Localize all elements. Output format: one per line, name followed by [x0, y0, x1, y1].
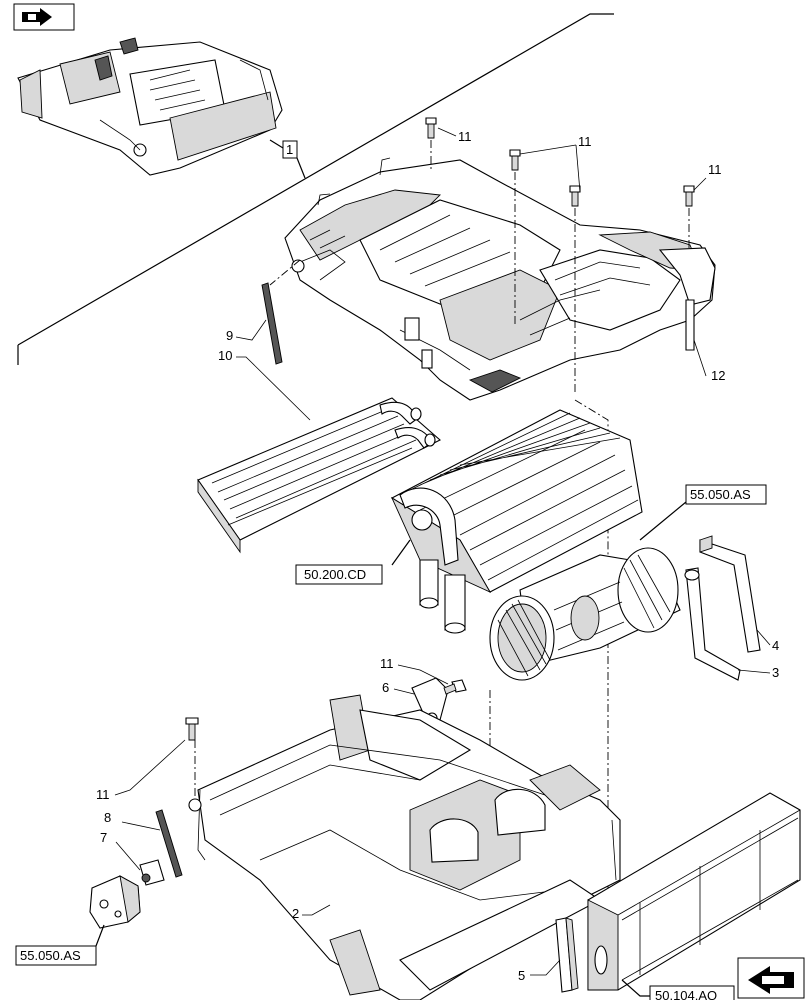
- callout-11-a: 11: [458, 129, 472, 144]
- screw-11-d: [683, 185, 695, 207]
- actuator-motor: [89, 875, 141, 929]
- ref-label-55-050-as-bottom: 55.050.AS: [20, 948, 81, 963]
- arrow-left-icon[interactable]: [737, 957, 805, 999]
- screw-11-e: [443, 679, 467, 695]
- callout-4: 4: [772, 638, 779, 653]
- cabin-filter: [587, 792, 801, 991]
- bracket-4: [699, 535, 761, 653]
- callout-7: 7: [100, 830, 107, 845]
- evaporator-core: [390, 409, 643, 634]
- fitting-7: [139, 859, 165, 886]
- screw-11-f: [185, 717, 199, 741]
- screw-11-a: [425, 117, 437, 139]
- seal-strip-8: [155, 809, 183, 878]
- assembly-key-label: 1: [286, 142, 293, 157]
- callout-10: 10: [218, 348, 232, 363]
- assembly-key-box: 1: [282, 140, 298, 159]
- callout-5: 5: [518, 968, 525, 983]
- callout-11-b: 11: [578, 134, 592, 149]
- bracket-3: [684, 567, 741, 681]
- bracket-12: [685, 299, 695, 351]
- callout-3: 3: [772, 665, 779, 680]
- ref-label-50-200-cd: 50.200.CD: [304, 567, 366, 582]
- assembly-overview-thumbnail: [17, 37, 283, 176]
- callout-12: 12: [711, 368, 725, 383]
- callout-2: 2: [292, 906, 299, 921]
- heater-housing-upper: [284, 157, 716, 401]
- ref-box-55-050-as-top[interactable]: 55.050.AS: [685, 484, 767, 505]
- screw-11-b: [509, 149, 521, 171]
- ref-box-50-104-aq[interactable]: 50.104.AQ: [649, 985, 735, 1005]
- lower-housing-2: [188, 694, 621, 1001]
- callout-11-e: 11: [96, 787, 110, 802]
- seal-strip-9: [261, 282, 283, 365]
- callout-8: 8: [104, 810, 111, 825]
- callout-11-c: 11: [708, 162, 722, 177]
- ref-box-50-200-cd[interactable]: 50.200.CD: [295, 564, 383, 585]
- blower-wheel: [489, 547, 681, 681]
- ref-label-55-050-as-top: 55.050.AS: [690, 487, 751, 502]
- heater-core-10: [197, 397, 441, 554]
- arrow-right-icon[interactable]: [13, 3, 75, 31]
- ref-box-55-050-as-bottom[interactable]: 55.050.AS: [15, 945, 97, 966]
- callout-9: 9: [226, 328, 233, 343]
- screw-11-c: [569, 185, 581, 207]
- callout-6: 6: [382, 680, 389, 695]
- ref-label-50-104-aq: 50.104.AQ: [655, 988, 717, 1000]
- seal-5: [555, 917, 579, 993]
- callout-11-d: 11: [380, 656, 394, 671]
